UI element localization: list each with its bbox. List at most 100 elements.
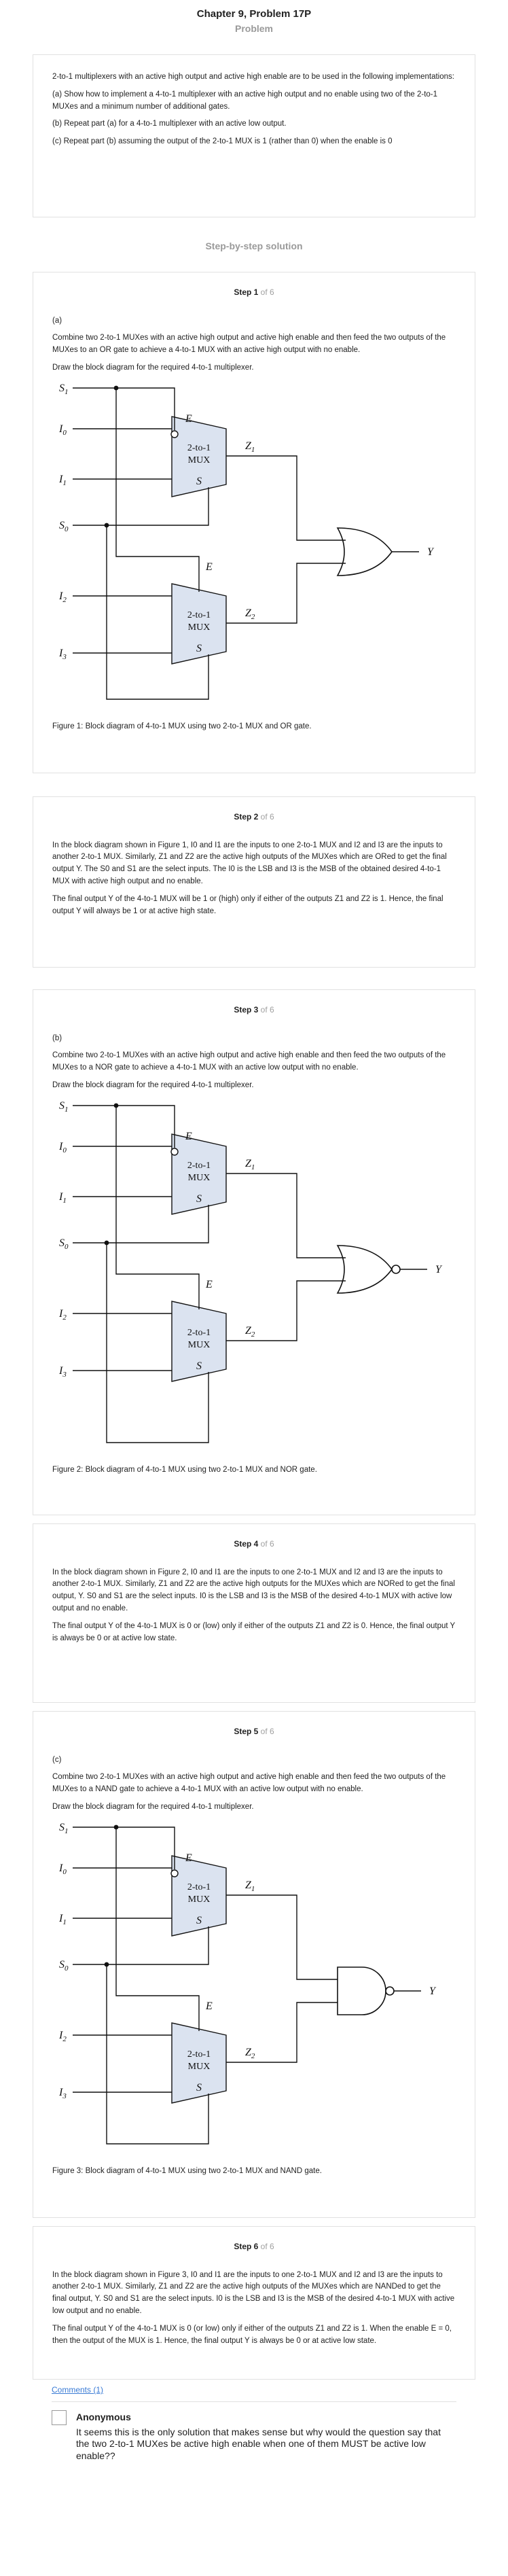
mux-select-label: S [196,1915,202,1926]
step-3-part: (b) [52,1034,62,1042]
step-1-text: Combine two 2-to-1 MUXes with an active … [52,334,446,355]
label-e2: E [205,2000,213,2012]
label-s1: S1 [59,1822,69,1835]
step-4-paragraph-2: The final output Y of the 4-to-1 MUX is … [52,1621,456,1642]
label-z2: Z2 [245,2047,255,2060]
step-5-part: (c) [52,1755,62,1764]
step-6-paragraph-2: The final output Y of the 4-to-1 MUX is … [52,2324,452,2345]
mux-label: 2-to-1 [187,2049,211,2060]
wire [115,387,200,592]
mux-body [171,582,227,665]
wire [116,1105,175,1148]
wire [226,1280,346,1341]
wire [107,487,209,526]
figure-1-caption: Figure 1: Block diagram of 4-to-1 MUX us… [52,722,312,730]
figure-3-caption: Figure 3: Block diagram of 4-to-1 MUX us… [52,2166,322,2175]
label-y: Y [427,546,435,558]
label-e1: E [185,1852,192,1864]
label-i3: I3 [58,1365,67,1379]
label-z1: Z1 [245,440,255,454]
figure-2-caption: Figure 2: Block diagram of 4-to-1 MUX us… [52,1465,317,1474]
comments-divider [52,2401,456,2402]
wire [115,1105,200,1309]
mux-select-label: S [196,2082,202,2094]
comment-author: Anonymous [76,2411,131,2422]
label-i2: I2 [58,590,67,604]
step-6-title: Step 6 of 6 [234,2242,274,2251]
problem-part-b: (b) Repeat part (a) for a 4-to-1 multipl… [52,120,287,128]
step-3-title: Step 3 of 6 [234,1005,274,1014]
wire [106,1964,209,2145]
comments-link[interactable]: Comments (1) [52,2385,104,2395]
label-z2: Z2 [245,607,255,621]
label-i3: I3 [58,2087,67,2100]
inverter-bubble [391,1265,401,1274]
problem-part-a: (a) Show how to implement a 4-to-1 multi… [52,90,438,111]
step-3-panel: Step 3 of 6 (b) Combine two 2-to-1 MUXes… [33,989,475,1515]
comment-text: It seems this is the only solution that … [76,2426,441,2461]
step-4-panel: Step 4 of 6 In the block diagram shown i… [33,1523,475,1703]
step-3-draw: Draw the block diagram for the required … [52,1081,254,1090]
mux-body [171,1133,227,1215]
inverter-bubble [385,1986,395,1996]
step-5-text: Combine two 2-to-1 MUXes with an active … [52,1773,446,1794]
mux-label: MUX [188,1340,211,1350]
nand-gate [337,1966,386,2015]
label-y: Y [435,1264,443,1275]
step-5-panel: Step 5 of 6 (c) Combine two 2-to-1 MUXes… [33,1711,475,2218]
step-6-panel: Step 6 of 6 In the block diagram shown i… [33,2226,475,2380]
problem-box: 2-to-1 multiplexers with an active high … [33,54,475,217]
label-s1: S1 [59,1100,69,1114]
wire [226,1173,346,1258]
wire [107,1204,209,1243]
mux-body [171,1854,227,1937]
step-2-title: Step 2 of 6 [234,812,274,822]
step-5-title: Step 5 of 6 [234,1727,274,1736]
wire [226,1894,338,1980]
label-i1: I1 [58,1913,67,1926]
label-s0: S0 [59,520,69,533]
label-i2: I2 [58,2030,67,2043]
avatar [52,2410,67,2425]
label-s1: S1 [59,383,69,396]
step-1-draw: Draw the block diagram for the required … [52,364,254,372]
mux-body [171,1300,227,1382]
mux-label: 2-to-1 [187,1882,211,1892]
step-1-title: Step 1 of 6 [234,287,274,297]
step-4-title: Step 4 of 6 [234,1539,274,1549]
wire [106,1242,209,1443]
step-6-paragraph-1: In the block diagram shown in Figure 3, … [52,2270,455,2316]
label-i2: I2 [58,1308,67,1322]
label-i0: I0 [58,1863,67,1876]
comments-section: Comments (1) Anonymous It seems this is … [33,2384,475,2462]
label-z1: Z1 [245,1158,255,1171]
label-i0: I0 [58,1141,67,1154]
step-2-paragraph-2: The final output Y of the 4-to-1 MUX wil… [52,894,443,915]
mux-select-label: S [196,1360,202,1372]
mux-label: MUX [188,622,211,633]
label-s0: S0 [59,1959,69,1973]
mux-select-label: S [196,476,202,487]
label-e1: E [185,1131,192,1142]
mux-label: MUX [188,455,211,465]
label-y: Y [429,1986,437,1997]
label-i0: I0 [58,423,67,437]
label-z2: Z2 [245,1325,255,1339]
wire [107,1926,209,1965]
wire [116,1827,175,1869]
solution-section-label: Step-by-step solution [205,241,303,251]
wire [106,525,209,700]
step-4-paragraph-1: In the block diagram shown in Figure 2, … [52,1568,455,1613]
enable-bubble [170,1869,179,1877]
step-1-panel: Step 1 of 6 (a) Combine two 2-to-1 MUXes… [33,272,475,773]
enable-bubble [170,430,179,438]
page-title: Chapter 9, Problem 17P [196,8,312,20]
mux-body [171,2022,227,2104]
